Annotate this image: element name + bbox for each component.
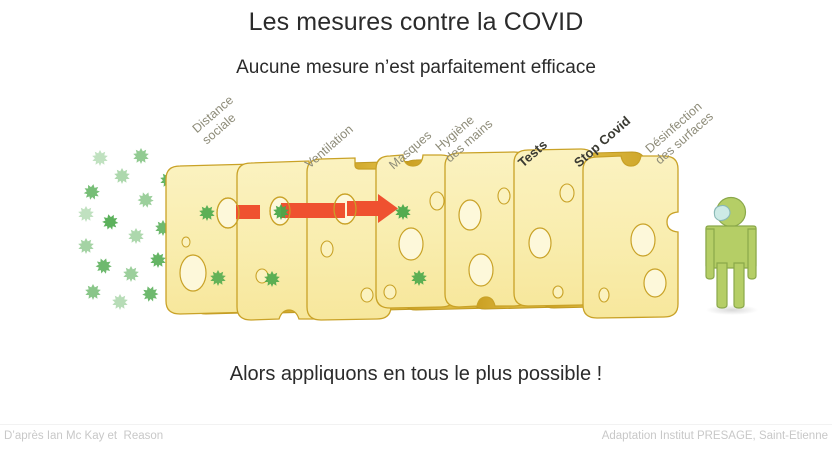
footer-divider [0,424,832,425]
transmission-arrow [216,193,398,229]
page-title: Les mesures contre la COVID [248,8,584,36]
face-mask-icon [713,204,731,222]
source-credit: D’après Ian Mc Kay et Reason [4,430,164,442]
closing-statement: Alors appliquons en tous le plus possibl… [229,363,603,385]
page-subtitle: Aucune mesure n’est parfaitement efficac… [236,57,596,78]
protected-person [705,196,758,315]
cheese-slice-7 [582,155,679,319]
adaptation-credit: Adaptation Institut PRESAGE, Saint-Etien… [601,430,828,442]
swiss-cheese-diagram [0,95,832,345]
